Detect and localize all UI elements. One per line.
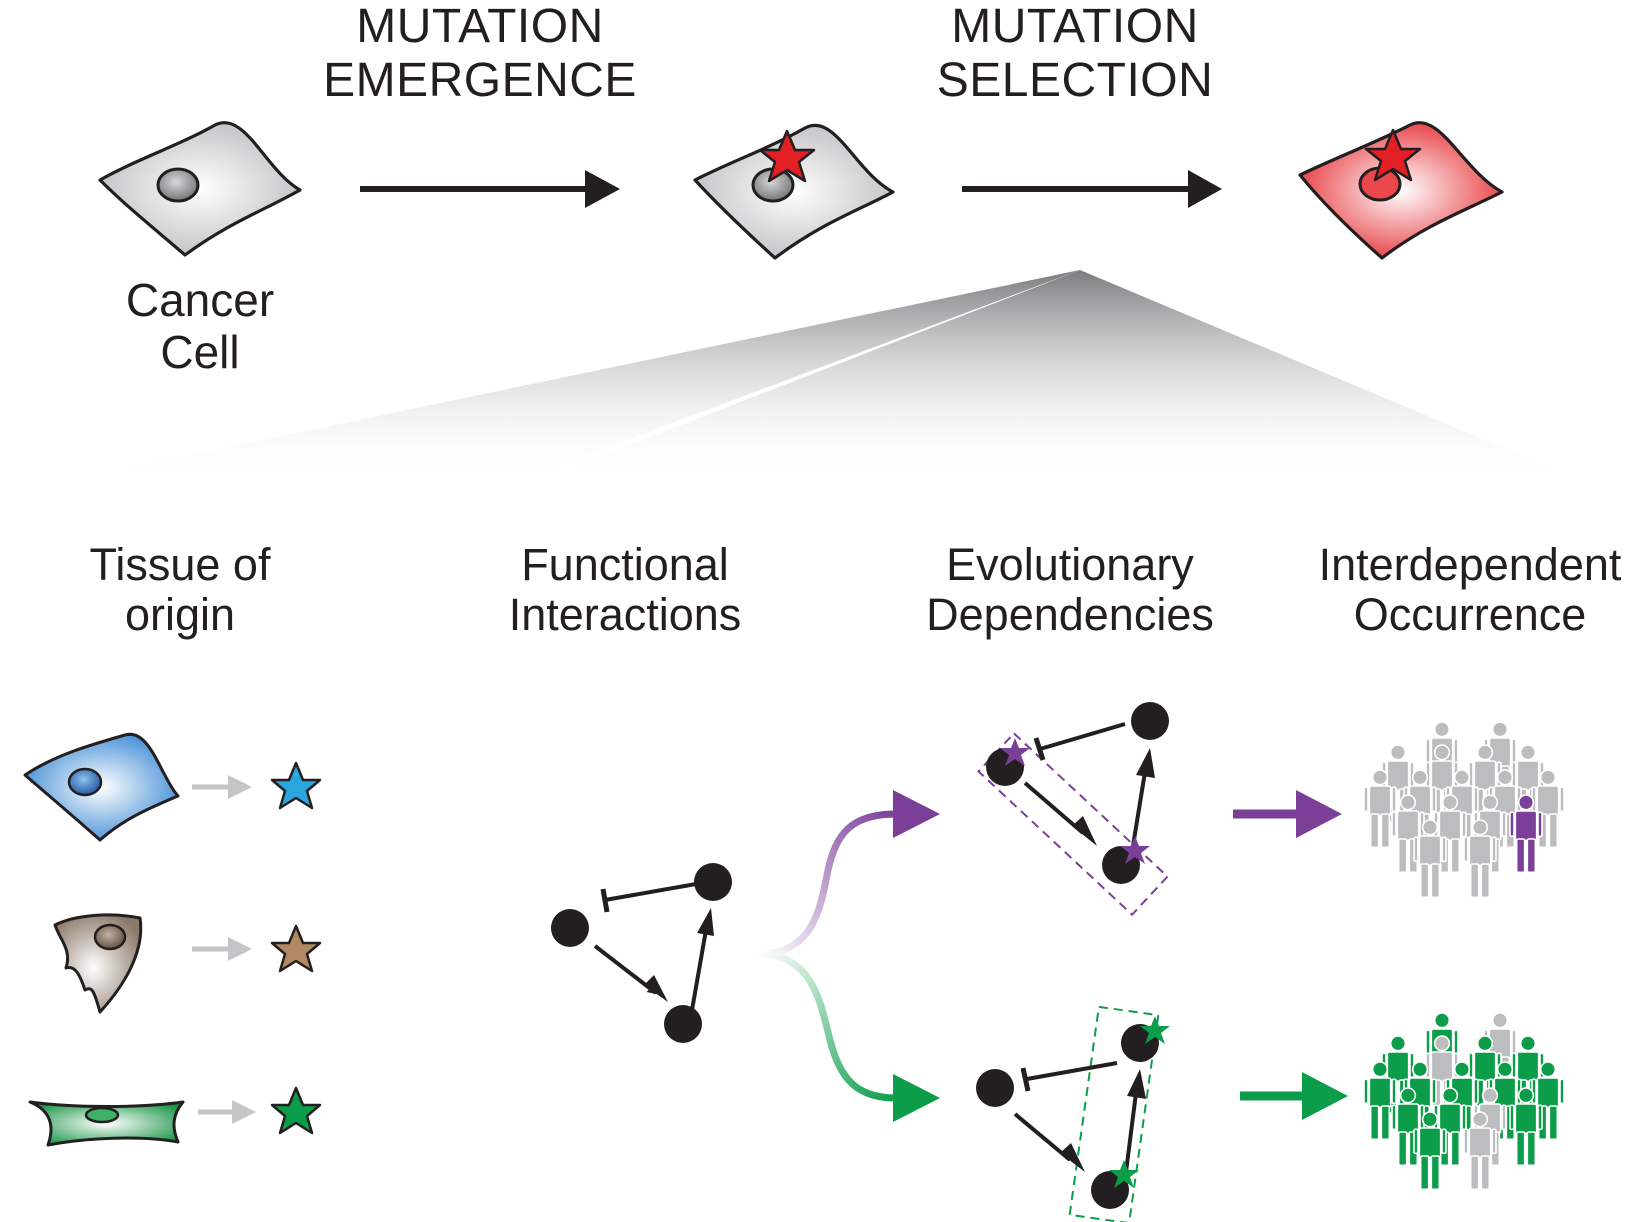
tissue-of-origin-label: Tissue of origin — [60, 539, 300, 641]
star-tan-icon — [270, 924, 322, 973]
node — [694, 863, 732, 901]
tissue-cell-tan — [53, 913, 143, 1014]
node — [551, 909, 589, 947]
mutation-star-icon — [1000, 738, 1030, 766]
mutation-selection-label: MUTATION SELECTION — [915, 0, 1235, 108]
label-line: origin — [124, 589, 236, 641]
label-line: MUTATION — [951, 0, 1199, 53]
node — [976, 1069, 1014, 1107]
cancer-cell-normal — [98, 121, 302, 257]
cancer-cell-label: Cancer Cell — [100, 274, 300, 378]
label-line: Cancer — [125, 274, 275, 326]
functional-network — [551, 863, 732, 1043]
selected-cell — [1298, 121, 1504, 260]
selection-arrow — [962, 170, 1222, 208]
purple-result-arrow — [1233, 790, 1342, 838]
mutation-star-icon — [1364, 128, 1422, 182]
population-green — [1363, 1012, 1565, 1191]
star-blue-icon — [270, 761, 322, 810]
functional-interactions-label: Functional Interactions — [480, 539, 770, 641]
zoom-fan — [70, 270, 1580, 480]
mutation-star-icon — [1120, 836, 1150, 864]
mutation-star-icon — [758, 129, 816, 183]
tissue-arrow — [198, 1100, 256, 1124]
mutation-star-icon — [1140, 1016, 1170, 1044]
green-result-arrow — [1240, 1072, 1348, 1120]
tissue-arrow — [192, 775, 252, 799]
label-line: Cell — [160, 325, 240, 378]
branch-arrow-purple — [757, 790, 940, 958]
evo-network-purple — [977, 702, 1169, 917]
label-line: Dependencies — [926, 589, 1214, 641]
tissue-cell-blue — [23, 732, 180, 842]
label-line: Interactions — [508, 589, 742, 641]
label-line: Occurrence — [1353, 589, 1587, 641]
mutated-cell — [693, 123, 895, 260]
label-line: Functional — [521, 539, 729, 590]
interdependent-occurrence-label: Interdependent Occurrence — [1300, 539, 1640, 641]
evo-network-green — [976, 1005, 1170, 1222]
label-line: SELECTION — [936, 53, 1214, 107]
tissue-cell-green — [28, 1100, 185, 1147]
mutation-star-icon — [1109, 1160, 1139, 1188]
emergence-arrow — [360, 170, 620, 208]
label-line: Evolutionary — [946, 539, 1194, 590]
node — [664, 1005, 702, 1043]
mutation-emergence-label: MUTATION EMERGENCE — [300, 0, 660, 108]
node — [1131, 702, 1169, 740]
evolutionary-dependencies-label: Evolutionary Dependencies — [905, 539, 1235, 641]
label-line: Interdependent — [1318, 539, 1622, 590]
population-purple — [1363, 721, 1565, 899]
label-line: Tissue of — [89, 539, 271, 590]
branch-arrow-green — [757, 950, 940, 1122]
star-green-icon — [270, 1086, 322, 1135]
label-line: EMERGENCE — [323, 53, 637, 107]
tissue-arrow — [192, 937, 252, 961]
label-line: MUTATION — [356, 0, 604, 53]
